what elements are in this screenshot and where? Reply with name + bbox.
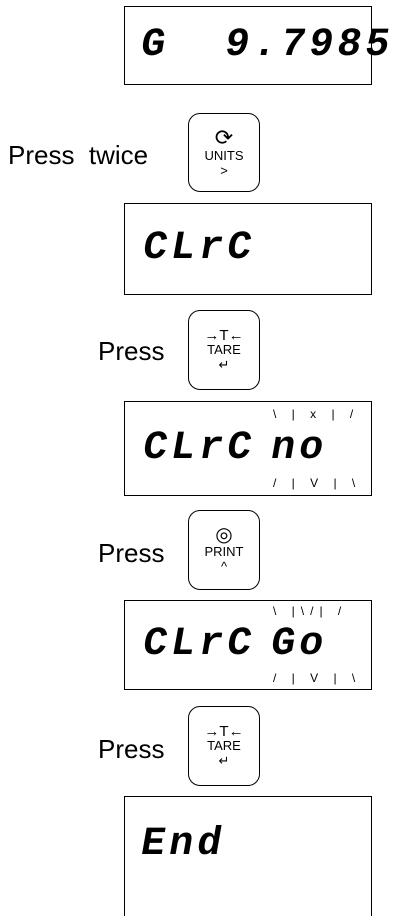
print-key[interactable]: ◎ PRINT ^ [188,510,260,590]
instruction-press-twice: Press twice [8,140,149,170]
blink-value: no [267,426,332,471]
blink-indicator-bottom: / | V | \ [273,476,362,490]
tare-arrows-icon: →T← [204,722,244,740]
display-text: CLrC [139,226,260,271]
blink-indicator-top: \ | x | / [273,407,360,421]
tare-key[interactable]: →T← TARE ↵ [188,706,260,786]
display-clear-go: CLrC \ |\/| / Go / | V | \ [124,600,372,690]
chevron-right-icon: > [220,162,228,178]
instruction-press: Press [98,734,165,764]
tare-arrows-icon: →T← [204,326,244,344]
display-text: End [137,822,230,867]
display-clear: CLrC [124,203,372,295]
tare-key[interactable]: →T← TARE ↵ [188,310,260,390]
blink-value: Go [267,622,332,667]
enter-icon: ↵ [218,356,230,372]
enter-icon: ↵ [218,752,230,768]
blink-indicator-bottom: / | V | \ [273,671,362,685]
display-weight-gravity: G 9.7985 [124,6,397,85]
tare-key-label: TARE [207,341,241,357]
display-clear-no: CLrC \ | x | / no / | V | \ [124,401,372,496]
chevron-up-icon: ^ [220,559,228,574]
display-text: CLrC [139,425,260,471]
instruction-press: Press [98,538,165,568]
tare-key-label: TARE [207,737,241,753]
print-icon: ◎ [215,524,233,547]
instruction-press: Press [98,336,165,366]
blink-indicator-top: \ |\/| / [273,604,348,618]
display-text: CLrC [139,622,260,667]
rotate-icon: ⟳ [214,124,234,150]
display-end: End [124,796,372,916]
units-key-label: UNITS [204,147,244,163]
display-text: G 9.7985 [137,22,397,68]
print-key-label: PRINT [204,544,244,560]
units-key[interactable]: ⟳ UNITS > [188,113,260,192]
